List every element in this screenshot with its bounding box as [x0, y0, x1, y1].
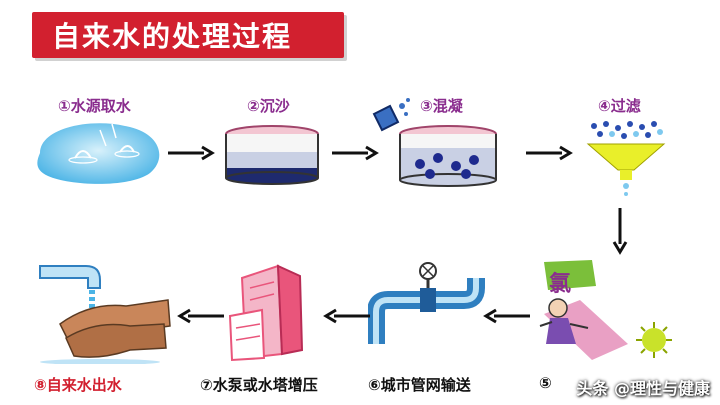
arrow-icon — [483, 308, 530, 324]
coagulation-chemical-icon — [372, 98, 410, 132]
arrow-icon — [323, 308, 370, 324]
title-banner: 自来水的处理过程 — [32, 12, 344, 58]
filter-funnel-icon — [586, 121, 666, 196]
hands-washing-icon — [39, 265, 171, 364]
arrow-icon — [168, 145, 215, 161]
watermark: 头条 @理性与健康 — [576, 379, 710, 398]
step-2-label: ②沉沙 — [247, 97, 290, 115]
coagulation-dish-icon — [399, 125, 497, 187]
step-4-label: ④过滤 — [598, 97, 641, 115]
step-1-label: ①水源取水 — [58, 97, 131, 115]
step-7-label: ⑦水泵或水塔增压 — [200, 376, 318, 394]
building-icon — [228, 264, 304, 362]
chlorine-glyph: 氯 — [549, 272, 572, 297]
chlorine-scene-icon — [539, 260, 672, 360]
arrow-icon — [332, 145, 379, 161]
pipe-valve-icon — [368, 262, 485, 344]
step-6-label: ⑥城市管网输送 — [368, 376, 471, 394]
arrow-icon — [526, 145, 573, 161]
page-title: 自来水的处理过程 — [52, 20, 293, 53]
sand-dish-icon — [225, 125, 319, 185]
water-pool-icon — [37, 123, 160, 184]
arrow-icon — [612, 208, 628, 255]
step-3-label: ③混凝 — [420, 97, 463, 115]
step-8-label: ⑧自来水出水 — [34, 376, 122, 394]
arrow-icon — [177, 308, 224, 324]
step-5-label: ⑤ — [539, 374, 552, 392]
